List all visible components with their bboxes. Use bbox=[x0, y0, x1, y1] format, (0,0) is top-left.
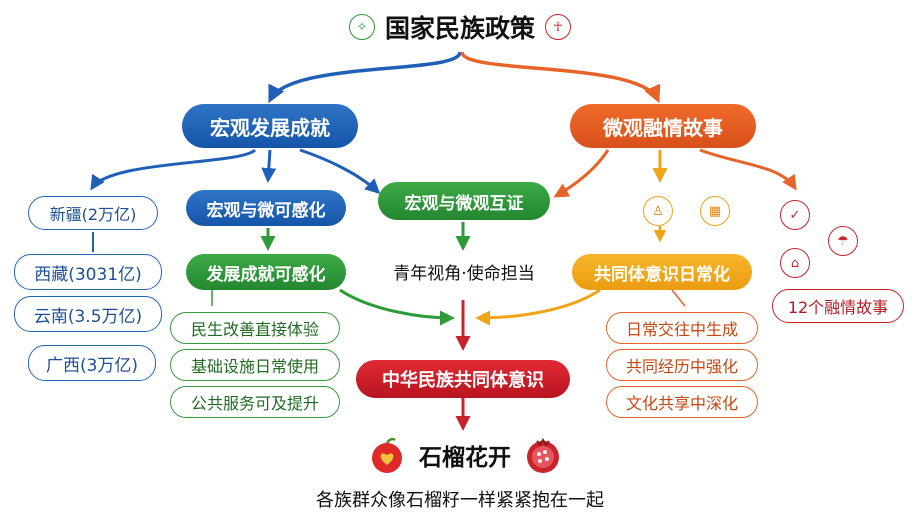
check-icon: ✓ bbox=[780, 200, 810, 230]
people-icon: ☥ bbox=[545, 14, 571, 40]
apple-heart-icon bbox=[372, 437, 402, 473]
item-daily-interaction: 日常交往中生成 bbox=[606, 312, 758, 344]
umbrella-icon: ☂ bbox=[828, 226, 858, 256]
arrow-to-micro bbox=[460, 51, 661, 104]
youth-mission: 青年视角·使命担当 bbox=[393, 263, 535, 284]
stories-count: 12个融情故事 bbox=[772, 289, 904, 323]
item-public-services: 公共服务可及提升 bbox=[170, 386, 340, 418]
community-routine: 共同体意识日常化 bbox=[572, 254, 752, 290]
macro-title: 宏观发展成就 bbox=[182, 104, 358, 148]
development-perceivable: 发展成就可感化 bbox=[186, 254, 346, 290]
arrow-to-perceivable bbox=[261, 149, 277, 183]
region-xinjiang: 新疆(2万亿) bbox=[28, 196, 158, 230]
region-yunnan: 云南(3.5万亿) bbox=[14, 296, 162, 332]
house-icon: ⌂ bbox=[780, 248, 810, 278]
pomegranate-title: 石榴花开 bbox=[419, 445, 511, 471]
page-title: 国家民族政策 bbox=[384, 14, 535, 43]
lightbulb-icon: ✧ bbox=[348, 14, 375, 40]
macro-perceivable: 宏观与微可感化 bbox=[186, 190, 346, 226]
header: ✧ 国家民族政策 ☥ bbox=[330, 8, 590, 46]
arrow-to-regions bbox=[90, 148, 257, 191]
arrow-to-mutual-orange bbox=[553, 149, 610, 198]
mutual-verification: 宏观与微观互证 bbox=[378, 182, 550, 220]
arrow-to-mutual-blue bbox=[299, 148, 381, 195]
item-shared-experience: 共同经历中强化 bbox=[606, 349, 758, 381]
pomegranate-icon bbox=[527, 438, 559, 473]
chart-icon: ▦ bbox=[700, 196, 730, 226]
community-consciousness: 中华民族共同体意识 bbox=[356, 360, 570, 398]
micro-title: 微观融情故事 bbox=[570, 104, 756, 148]
item-cultural-sharing: 文化共享中深化 bbox=[606, 386, 758, 418]
arrow-routine-to-center bbox=[475, 288, 601, 326]
arrow-to-macro bbox=[268, 51, 462, 104]
item-infrastructure: 基础设施日常使用 bbox=[170, 349, 340, 381]
region-tibet: 西藏(3031亿) bbox=[14, 254, 162, 290]
region-guangxi: 广西(3万亿) bbox=[28, 345, 156, 381]
person-icon: ♙ bbox=[643, 196, 673, 226]
item-livelihood: 民生改善直接体验 bbox=[170, 312, 340, 344]
arrow-development-to-center bbox=[339, 288, 455, 326]
pomegranate-row: 石榴花开 bbox=[355, 432, 575, 478]
motto: 各族群众像石榴籽一样紧紧抱在一起 bbox=[316, 490, 604, 511]
arrow-to-stories bbox=[699, 148, 797, 191]
